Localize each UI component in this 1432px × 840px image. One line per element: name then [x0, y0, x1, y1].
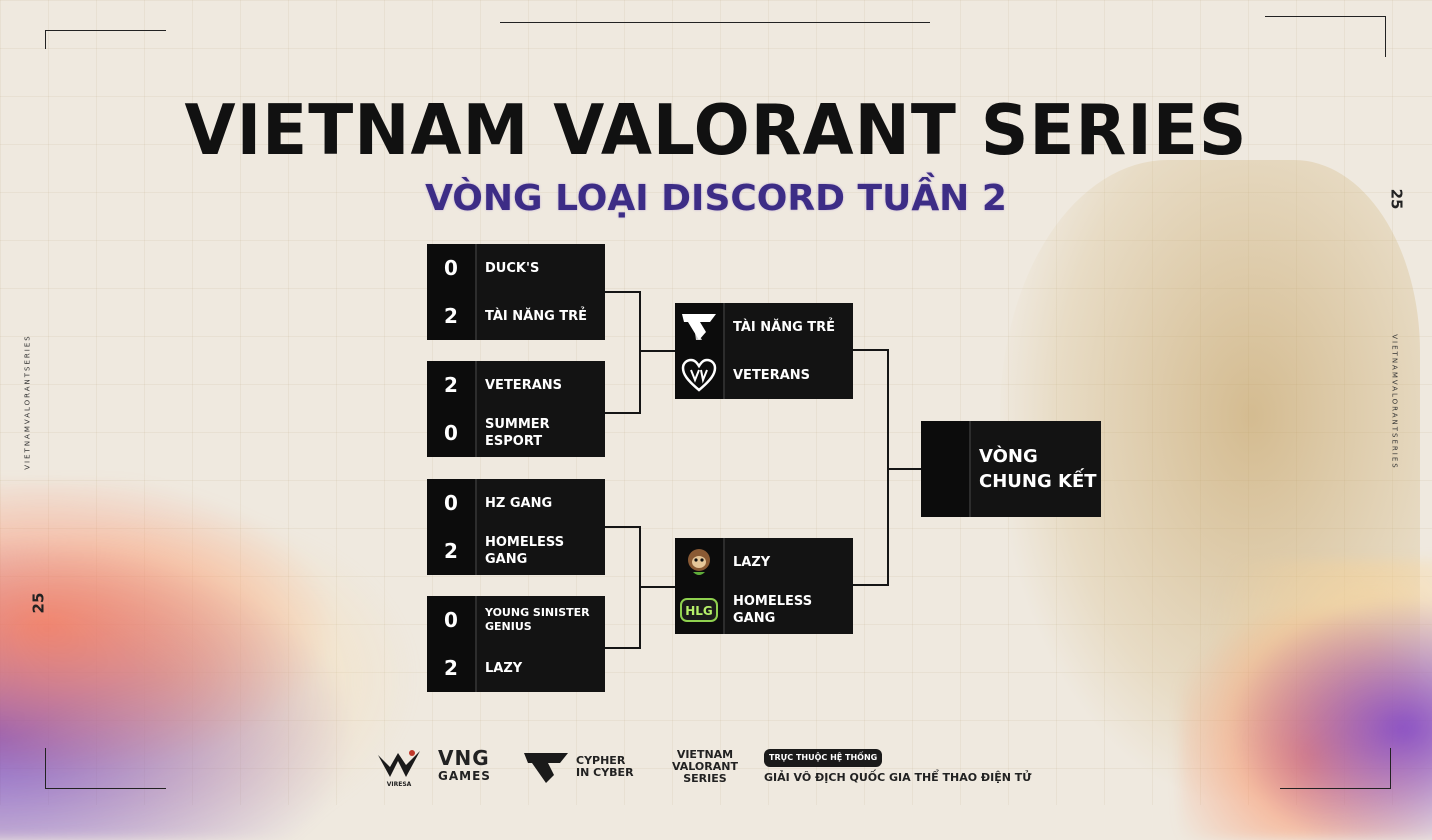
match-team-row: TÀI NĂNG TRẺ: [675, 303, 853, 351]
grand-final-card: VÒNG CHUNG KẾT: [921, 421, 1101, 517]
team-score: 2: [444, 539, 458, 563]
vng-games-logo: VNG GAMES: [438, 742, 491, 792]
team-name: VETERANS: [485, 377, 563, 393]
team-score: 0: [444, 421, 458, 445]
team-name: SUMMER ESPORT: [485, 417, 550, 449]
team-name: HZ GANG: [485, 495, 553, 511]
frame-corner-bottom-left: [45, 748, 166, 789]
cypher-in-cyber-logo: CYPHER IN CYBER: [522, 742, 634, 792]
viresa-label: VIRESA: [386, 780, 412, 788]
bracket-connector: [605, 291, 641, 414]
match-team-row: LAZY: [675, 538, 853, 586]
vvs-line-3: SERIES: [683, 772, 727, 785]
match-team-row: 2 LAZY: [427, 644, 605, 692]
team-name: TÀI NĂNG TRẺ: [733, 319, 836, 335]
match-team-row: 0 HZ GANG: [427, 479, 605, 527]
viresa-logo: VIRESA: [376, 742, 422, 792]
match-4: 0 YOUNG SINISTER GENIUS 2 LAZY: [427, 596, 605, 692]
bracket-connector: [887, 468, 921, 470]
bracket-connector: [853, 349, 889, 586]
match-team-row: HLG HOMELESS GANG: [675, 586, 853, 634]
team-name: LAZY: [485, 660, 523, 676]
color-streak-right: [1180, 560, 1432, 840]
match-3: 0 HZ GANG 2 HOMELESS GANG: [427, 479, 605, 575]
team-score: 0: [444, 256, 458, 280]
team-name: YOUNG SINISTER GENIUS: [485, 606, 590, 633]
page-title: VIETNAM VALORANT SERIES: [184, 90, 1248, 171]
bracket-connector: [639, 350, 675, 352]
page-subtitle: VÒNG LOẠI DISCORD TUẦN 2: [425, 178, 1007, 219]
frame-corner-top-right: [1265, 16, 1386, 57]
semifinal-2: LAZY HLG HOMELESS GANG: [675, 538, 853, 634]
frame-corner-bottom-right: [1280, 748, 1391, 789]
team-name: LAZY: [733, 554, 771, 570]
frame-top-line: [500, 0, 930, 23]
team-score: 0: [444, 608, 458, 632]
match-team-row: 2 VETERANS: [427, 361, 605, 409]
color-streak-left: [0, 480, 460, 840]
match-team-row: 0 SUMMER ESPORT: [427, 409, 605, 457]
score-column: [427, 361, 477, 457]
match-team-row: 2 TÀI NĂNG TRẺ: [427, 292, 605, 340]
team-score: 2: [444, 373, 458, 397]
vvs-line-1: VIETNAM: [676, 748, 734, 761]
veterans-logo-icon: [679, 355, 719, 395]
match-team-row: 2 HOMELESS GANG: [427, 527, 605, 575]
team-score: 2: [444, 304, 458, 328]
match-team-row: VETERANS: [675, 351, 853, 399]
national-championship-logo: TRỰC THUỘC HỆ THỐNG GIẢI VÔ ĐỊCH QUỐC GI…: [764, 742, 1032, 792]
viresa-logo-icon: [378, 749, 420, 777]
final-label: VÒNG CHUNG KẾT: [979, 446, 1097, 492]
side-vertical-text-left: VIETNAMVALORANTSERIES: [23, 334, 32, 470]
match-1: 0 DUCK'S 2 TÀI NĂNG TRẺ: [427, 244, 605, 340]
cypher-line-2: IN CYBER: [576, 766, 634, 779]
team-name: DUCK'S: [485, 260, 540, 276]
vvs-logo: VIETNAM VALORANT SERIES: [672, 742, 738, 792]
vng-logo-text: VNG: [438, 746, 490, 770]
team-name: TÀI NĂNG TRẺ: [485, 308, 588, 324]
hlg-logo-icon: HLG: [679, 590, 719, 630]
match-team-row: 0 DUCK'S: [427, 244, 605, 292]
system-tag: TRỰC THUỘC HỆ THỐNG: [764, 748, 883, 767]
svg-text:HLG: HLG: [685, 604, 713, 618]
team-score: 2: [444, 656, 458, 680]
score-column: [427, 479, 477, 575]
frame-corner-top-left: [45, 30, 166, 49]
vvs-line-2: VALORANT: [672, 760, 738, 773]
team-name: VETERANS: [733, 367, 811, 383]
system-name: GIẢI VÔ ĐỊCH QUỐC GIA THỂ THAO ĐIỆN TỬ: [764, 770, 1032, 784]
bracket-connector: [605, 526, 641, 649]
vng-logo-subtext: GAMES: [438, 769, 491, 783]
match-team-row: 0 YOUNG SINISTER GENIUS: [427, 596, 605, 644]
team-name: HOMELESS GANG: [733, 594, 813, 626]
side-vertical-text-right: VIETNAMVALORANTSERIES: [1390, 334, 1399, 470]
side-number-left: 25: [29, 592, 48, 614]
lazy-logo-icon: [679, 542, 719, 582]
final-left-block: [921, 421, 971, 517]
tnt-logo-icon: [679, 307, 719, 347]
bracket-connector: [639, 586, 675, 588]
score-column: [427, 244, 477, 340]
match-2: 2 VETERANS 0 SUMMER ESPORT: [427, 361, 605, 457]
cypher-logo-icon: [524, 753, 568, 783]
semifinal-1: TÀI NĂNG TRẺ VETERANS: [675, 303, 853, 399]
team-name: HOMELESS GANG: [485, 535, 565, 567]
team-score: 0: [444, 491, 458, 515]
score-column: [427, 596, 477, 692]
cypher-line-1: CYPHER: [576, 754, 626, 767]
